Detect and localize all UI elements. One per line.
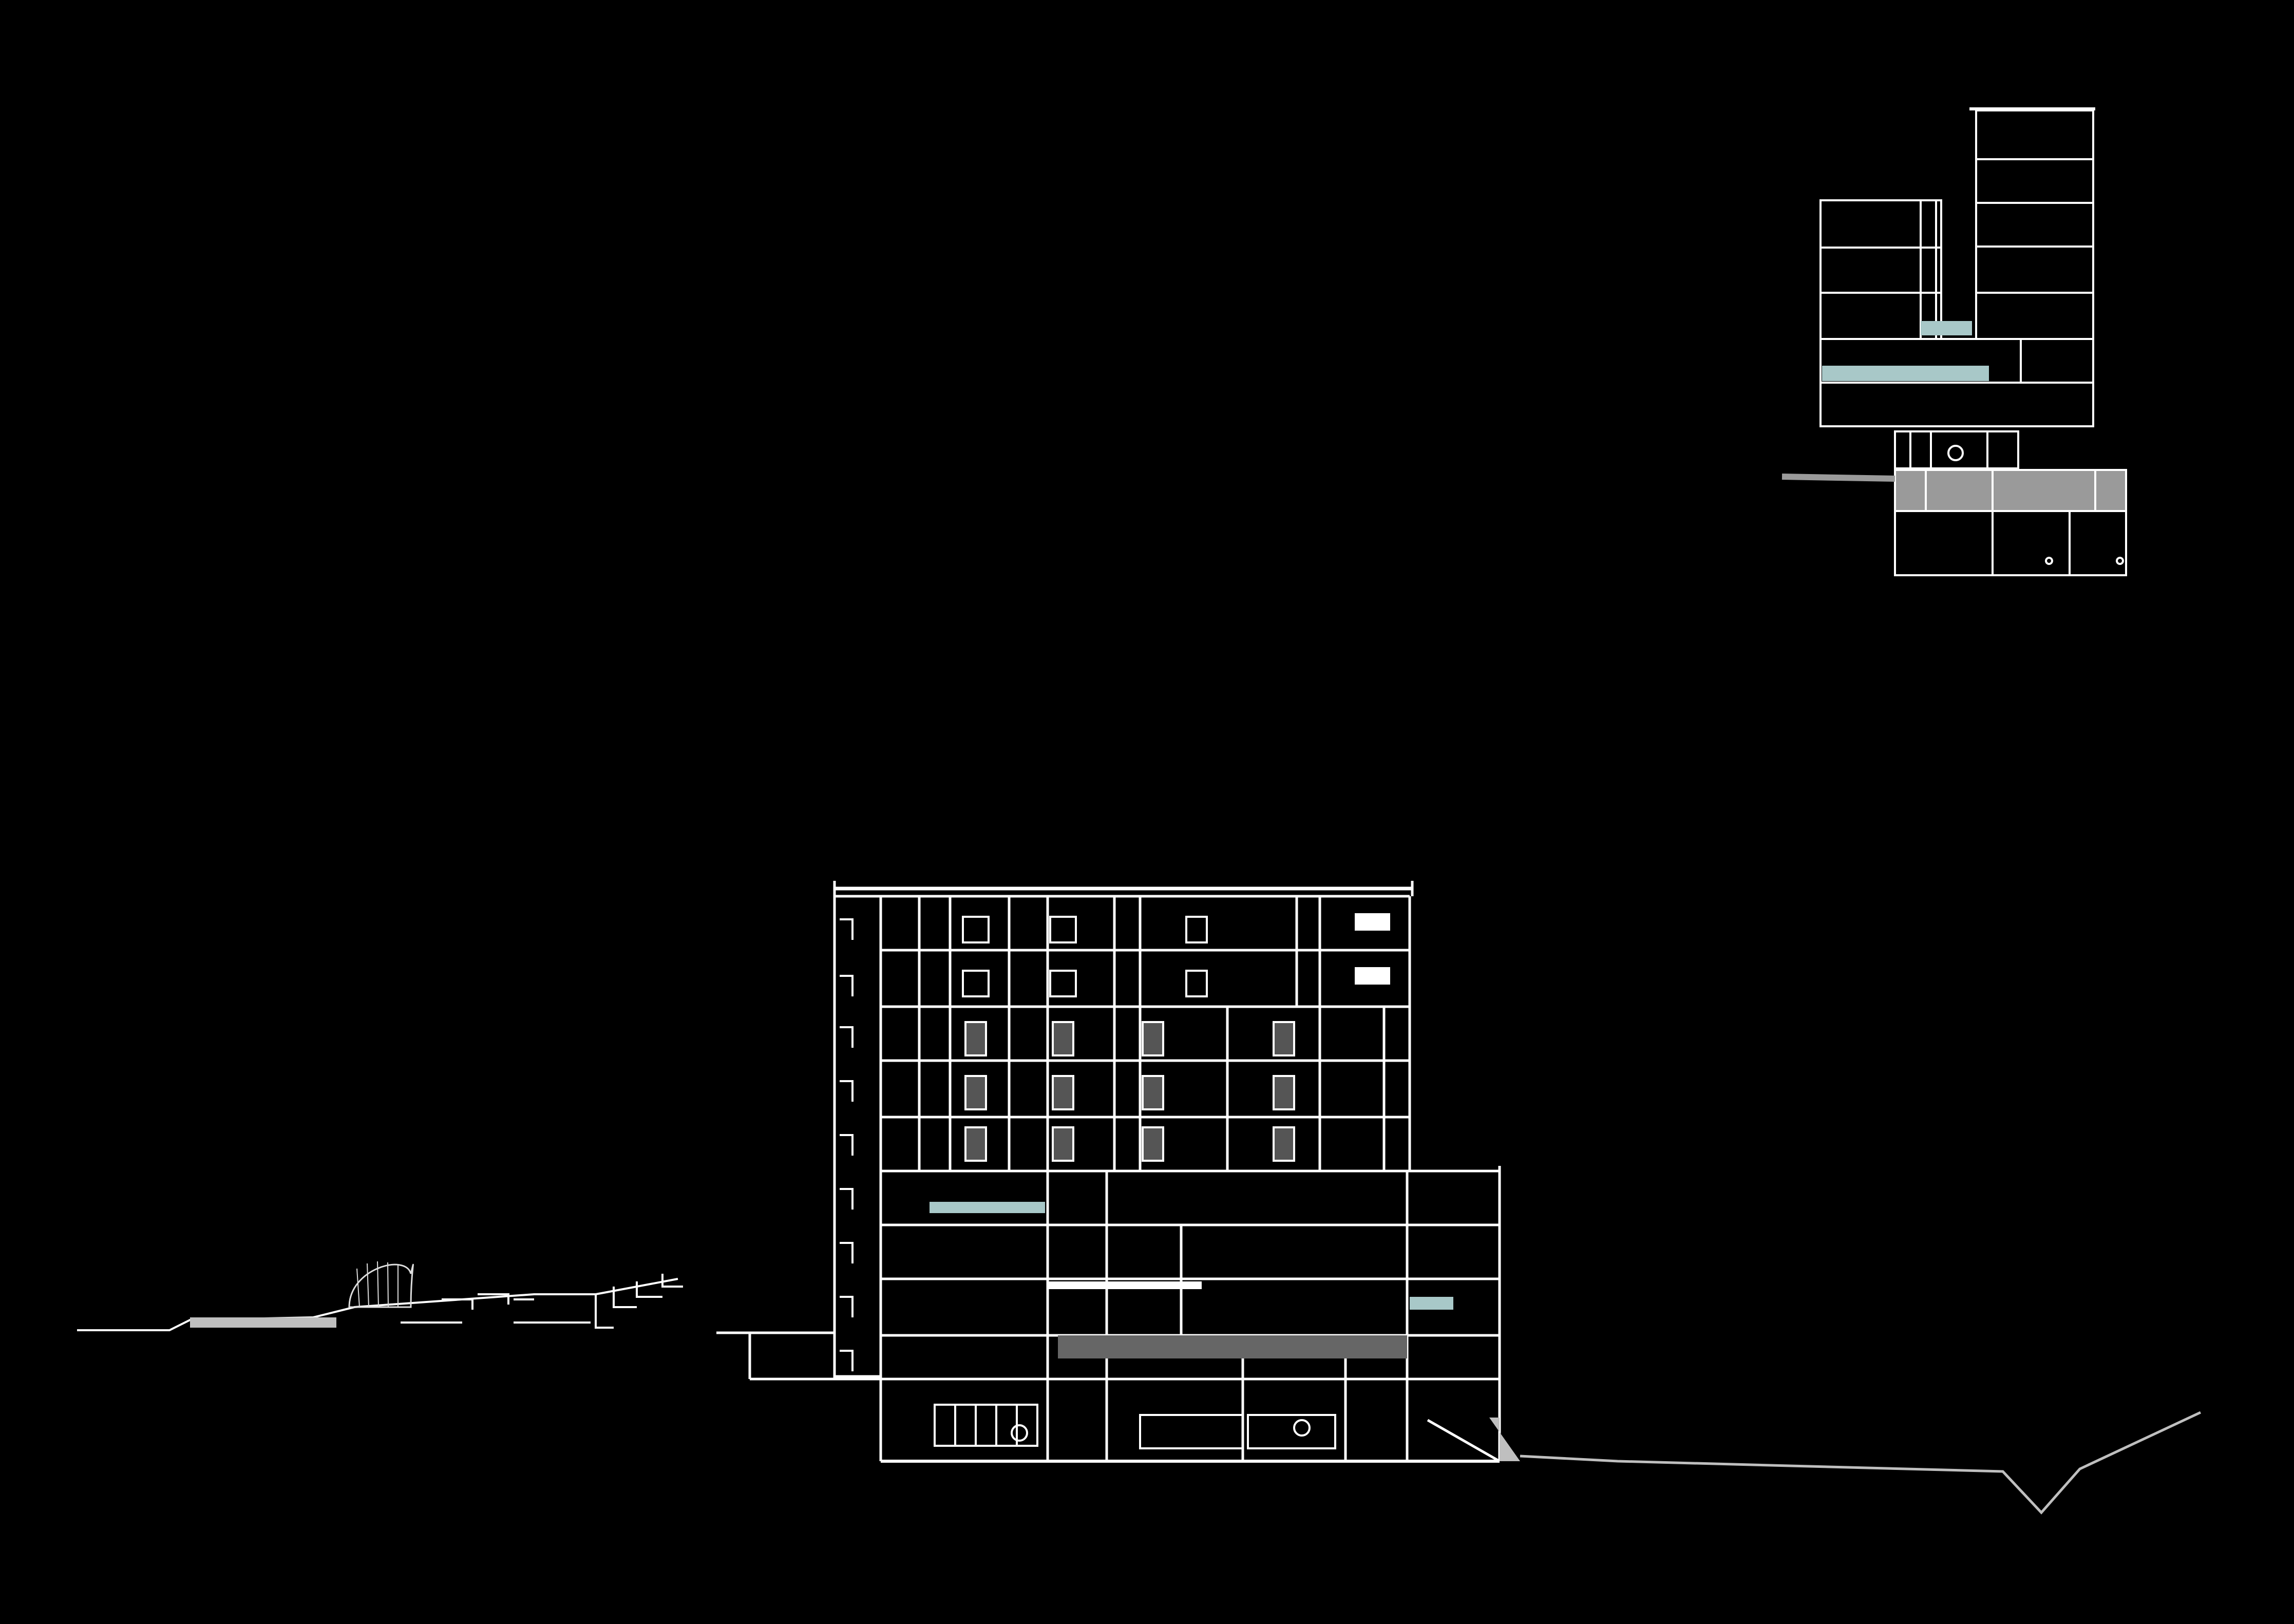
terrain-line	[77, 1278, 678, 1331]
main-section	[716, 881, 1520, 1463]
stair-run	[840, 918, 854, 1371]
fountain-icon	[348, 1261, 414, 1308]
landscape	[77, 1261, 683, 1331]
tower-windows	[962, 913, 1390, 1162]
podium-details	[930, 1202, 1453, 1449]
key-plan-glazing	[1822, 366, 1989, 381]
ground-profile	[1520, 1411, 2202, 1515]
podium-band	[1058, 1335, 1407, 1358]
key-plan	[1781, 107, 2127, 576]
terraced-steps	[401, 1274, 683, 1329]
plaza-slab	[190, 1317, 336, 1328]
key-plan-podium-band	[1894, 469, 2127, 512]
